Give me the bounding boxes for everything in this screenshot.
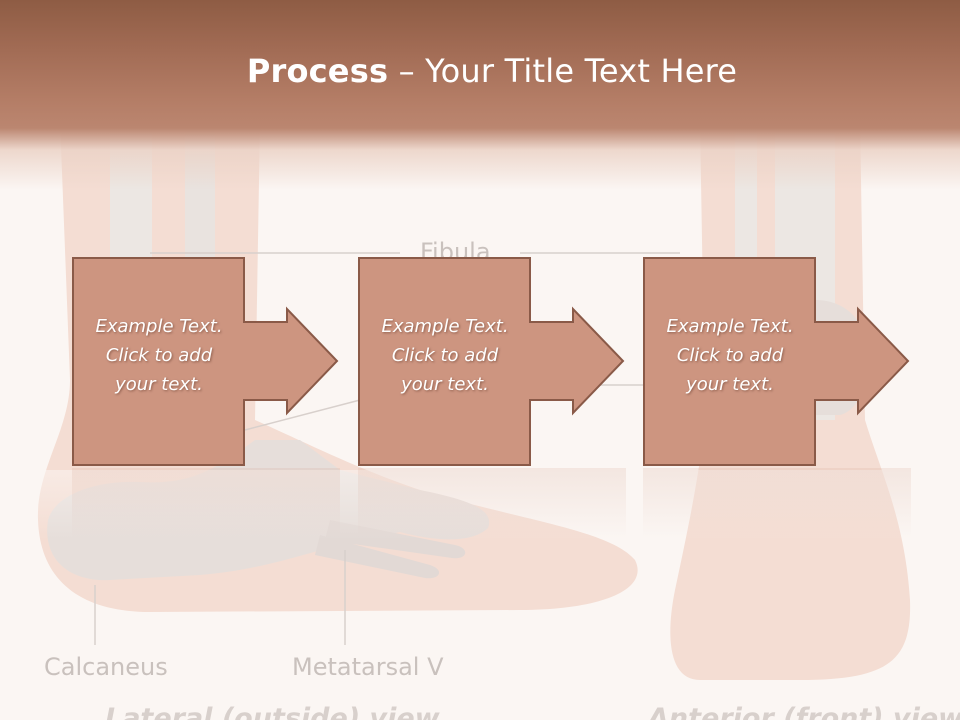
step-2-line-2: Click to add — [391, 345, 499, 366]
step-2-reflection — [358, 468, 626, 538]
step-arrow-shape — [358, 257, 625, 466]
step-3-line-3: your text. — [686, 374, 774, 395]
title-bold: Process — [246, 52, 389, 90]
background-fade — [0, 470, 960, 540]
page-title[interactable]: Process – Your Title Text Here — [0, 52, 960, 90]
step-1-line-1: Example Text. — [95, 316, 223, 337]
step-2-line-3: your text. — [401, 374, 489, 395]
step-arrow-shape — [72, 257, 339, 466]
step-3-reflection — [643, 468, 911, 538]
step-3-line-1: Example Text. — [666, 316, 794, 337]
step-1-line-3: your text. — [115, 374, 203, 395]
step-3-line-2: Click to add — [676, 345, 784, 366]
header-band — [0, 0, 960, 190]
step-2-line-1: Example Text. — [381, 316, 509, 337]
label-lateral-view: Lateral (outside) view — [105, 703, 440, 720]
step-1-reflection — [72, 468, 340, 538]
label-calcaneus: Calcaneus — [44, 653, 168, 681]
process-step-1[interactable]: Example Text. Click to add your text. — [72, 257, 340, 467]
label-metatarsal: Metatarsal V — [292, 653, 444, 681]
process-step-2[interactable]: Example Text. Click to add your text. — [358, 257, 626, 467]
step-1-line-2: Click to add — [105, 345, 213, 366]
label-anterior-view: Anterior (front) view — [648, 703, 960, 720]
title-rest: – Your Title Text Here — [388, 52, 738, 90]
step-2-text[interactable]: Example Text. Click to add your text. — [358, 312, 532, 399]
process-step-3[interactable]: Example Text. Click to add your text. — [643, 257, 911, 467]
step-1-text[interactable]: Example Text. Click to add your text. — [72, 312, 246, 399]
step-3-text[interactable]: Example Text. Click to add your text. — [643, 312, 817, 399]
step-arrow-shape — [643, 257, 910, 466]
